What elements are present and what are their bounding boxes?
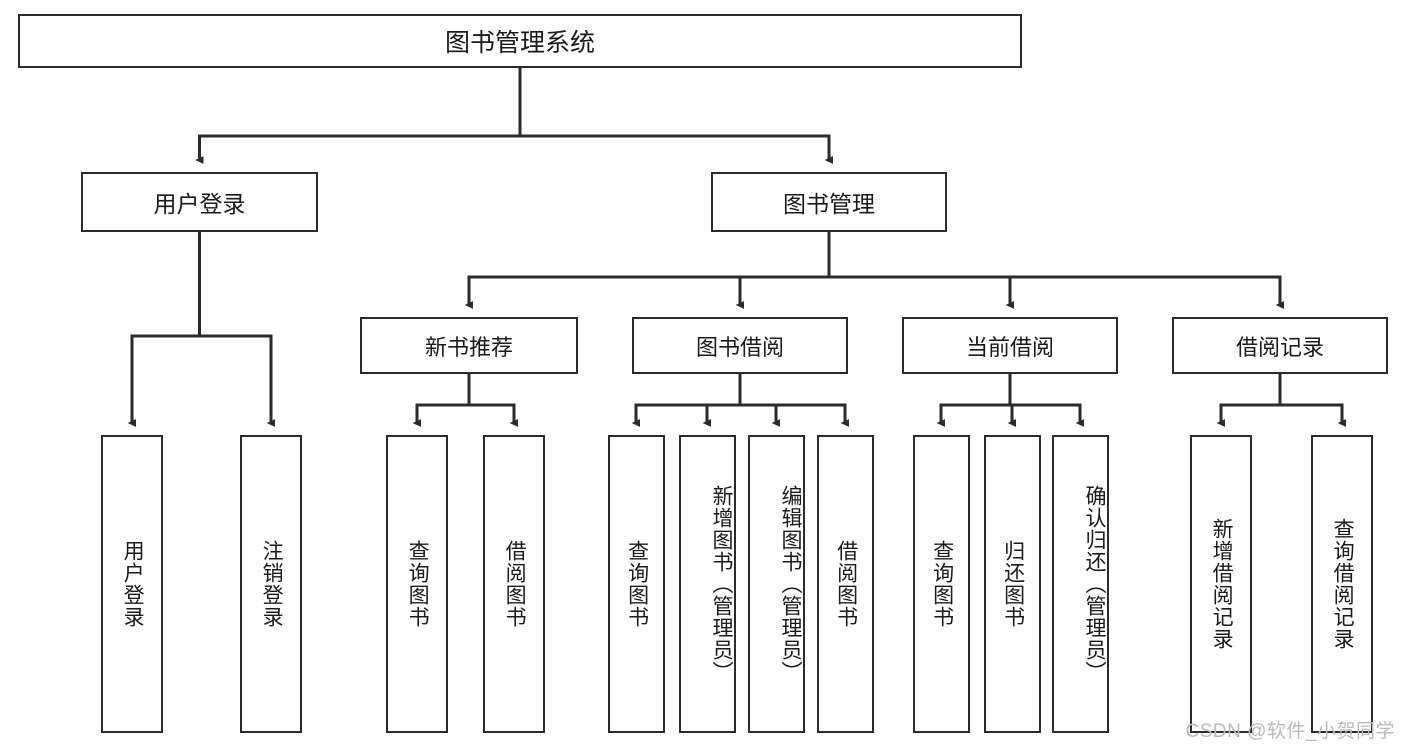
node-leaf-borrow-book-1[interactable]: 借阅图书 (483, 435, 545, 733)
node-leaf-add-book[interactable]: 新增图书（管理员） (679, 435, 736, 733)
node-leaf-borrow-book-1-label: 借阅图书 (503, 540, 527, 628)
node-leaf-return-book[interactable]: 归还图书 (984, 435, 1041, 733)
node-leaf-query-record[interactable]: 查询借阅记录 (1311, 435, 1373, 733)
node-book-borrow[interactable]: 图书借阅 (632, 317, 848, 374)
node-borrow-record[interactable]: 借阅记录 (1172, 317, 1388, 374)
node-root[interactable]: 图书管理系统 (18, 14, 1022, 68)
node-book-manage[interactable]: 图书管理 (711, 172, 947, 232)
node-leaf-query-book-2[interactable]: 查询图书 (608, 435, 665, 733)
node-leaf-query-book-1-label: 查询图书 (406, 540, 430, 628)
node-leaf-logout-login[interactable]: 注销登录 (240, 435, 302, 733)
node-root-label: 图书管理系统 (444, 29, 595, 57)
node-leaf-query-book-2-label: 查询图书 (625, 540, 649, 628)
watermark-text: CSDN @软件_小贺同学 (1185, 721, 1395, 742)
node-new-book-recommend[interactable]: 新书推荐 (360, 317, 578, 374)
node-leaf-add-record[interactable]: 新增借阅记录 (1190, 435, 1252, 733)
node-new-book-recommend-label: 新书推荐 (424, 334, 513, 360)
node-leaf-add-record-label: 新增借阅记录 (1210, 518, 1234, 650)
node-book-manage-label: 图书管理 (783, 191, 875, 217)
node-leaf-query-book-3[interactable]: 查询图书 (913, 435, 970, 733)
node-current-borrow-label: 当前借阅 (965, 334, 1054, 360)
node-current-borrow[interactable]: 当前借阅 (902, 317, 1118, 374)
node-leaf-query-book-1[interactable]: 查询图书 (386, 435, 448, 733)
node-leaf-add-book-label: 新增图书（管理员） (710, 485, 733, 683)
node-leaf-confirm-return-label: 确认归还（管理员） (1083, 485, 1106, 683)
node-leaf-edit-book-label: 编辑图书（管理员） (779, 485, 802, 683)
node-borrow-record-label: 借阅记录 (1235, 334, 1324, 360)
node-user-login-label: 用户登录 (153, 191, 246, 217)
node-leaf-edit-book[interactable]: 编辑图书（管理员） (748, 435, 805, 733)
node-user-login[interactable]: 用户登录 (81, 172, 318, 232)
node-leaf-confirm-return[interactable]: 确认归还（管理员） (1052, 435, 1109, 733)
node-leaf-query-record-label: 查询借阅记录 (1331, 518, 1355, 650)
node-leaf-query-book-3-label: 查询图书 (930, 540, 954, 628)
node-leaf-user-login[interactable]: 用户登录 (101, 435, 163, 733)
node-leaf-borrow-book-2-label: 借阅图书 (834, 540, 858, 628)
node-leaf-return-book-label: 归还图书 (1001, 540, 1025, 628)
node-leaf-borrow-book-2[interactable]: 借阅图书 (817, 435, 874, 733)
node-book-borrow-label: 图书借阅 (695, 334, 784, 360)
node-leaf-user-login-label: 用户登录 (121, 540, 145, 628)
node-leaf-logout-login-label: 注销登录 (260, 540, 284, 628)
